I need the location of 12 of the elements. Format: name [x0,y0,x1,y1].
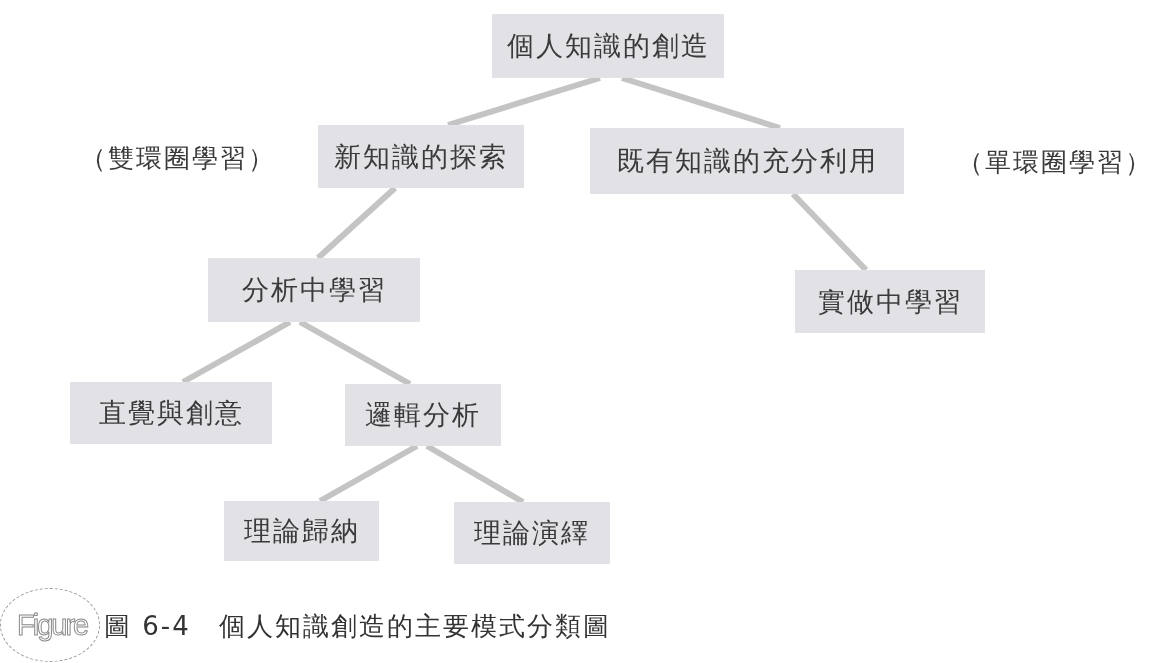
concept-box: 理論演繹 [454,502,610,564]
concept-box: 邏輯分析 [345,384,501,446]
figure-caption: 圖 6-4 個人知識創造的主要模式分類圖 [104,611,611,643]
concept-box: 直覺與創意 [70,382,272,444]
concept-box: 分析中學習 [208,258,420,322]
concept-box: 理論歸納 [224,501,379,561]
concept-box: 個人知識的創造 [492,14,724,78]
concept-box: 實做中學習 [795,270,985,333]
concept-box: 新知識的探索 [318,125,524,188]
side-note: （雙環圈學習） [80,143,276,175]
concept-box: 既有知識的充分利用 [590,128,904,194]
side-note: （單環圈學習） [957,147,1153,179]
